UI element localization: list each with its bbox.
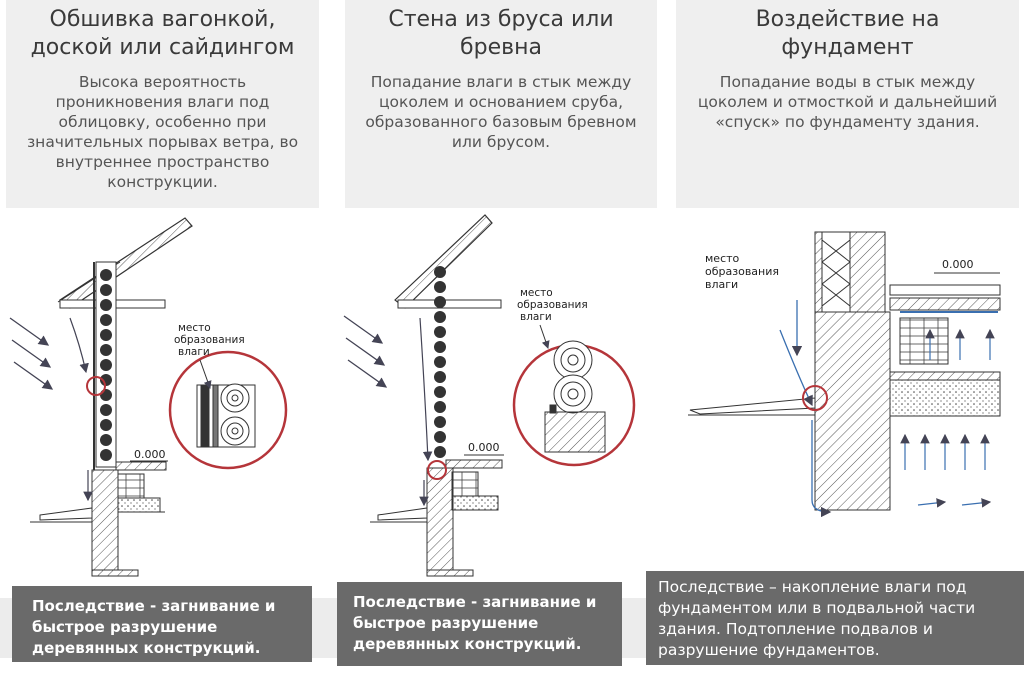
panel-2-title: Стена из бруса или бревна — [388, 7, 614, 60]
panel-2-description: Попадание влаги в стык между цоколем и о… — [365, 73, 637, 151]
panel-2-result: Последствие - загнивание и быстрое разру… — [337, 582, 622, 666]
panel-2-result-text: Последствие - загнивание и быстрое разру… — [353, 593, 597, 653]
moisture-label-2b: образования — [517, 299, 588, 311]
panel-3-diagram: 0.000 место образования влаги — [688, 231, 1001, 518]
panel-1-description: Высока вероятность проникновения влаги п… — [26, 73, 299, 191]
panel-2-header: Стена из бруса или бревна Попадание влаг… — [345, 0, 657, 208]
panel-3-result: Последствие – накопление влаги под фунда… — [646, 571, 1024, 665]
level-mark-2: 0.000 — [468, 441, 500, 454]
panel-3-result-text: Последствие – накопление влаги под фунда… — [658, 578, 976, 659]
panel-3-header: Воздействие на фундамент Попадание воды … — [676, 0, 1019, 208]
moisture-label-1c: влаги — [178, 346, 210, 358]
moisture-label-3c: влаги — [705, 278, 738, 291]
panel-3-description: Попадание воды в стык между цоколем и от… — [697, 73, 998, 131]
moisture-label-1b: образования — [174, 334, 245, 346]
panel-1-result-text: Последствие - загнивание и быстрое разру… — [32, 597, 276, 657]
level-mark-3: 0.000 — [942, 258, 974, 271]
panel-2-diagram: 0.000 место образования влаги — [343, 214, 636, 577]
moisture-label-1a: место — [178, 322, 211, 334]
panel-1-result: Последствие - загнивание и быстрое разру… — [12, 586, 312, 662]
panel-3-title: Воздействие на фундамент — [755, 7, 940, 60]
level-mark-1: 0.000 — [134, 448, 166, 461]
panel-1-header: Обшивка вагонкой, доской или сайдингом В… — [6, 0, 319, 208]
panel-1-title: Обшивка вагонкой, доской или сайдингом — [30, 7, 295, 60]
moisture-label-3b: образования — [705, 265, 779, 278]
moisture-label-3a: место — [705, 252, 740, 265]
moisture-label-2a: место — [520, 287, 553, 299]
panel-1-diagram: 0.000 место образования влаги — [9, 217, 288, 577]
moisture-label-2c: влаги — [520, 311, 552, 323]
